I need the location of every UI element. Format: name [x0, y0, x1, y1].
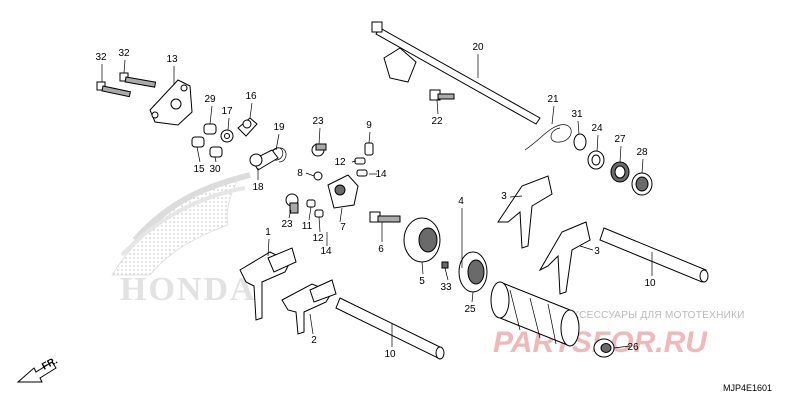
part-label-12: 12: [312, 233, 324, 244]
part-label-17: 17: [221, 106, 233, 117]
part-label-7: 7: [340, 222, 346, 233]
part-label-21: 21: [547, 94, 559, 105]
watermark-tagline: ЗАПЧАСТИ И АКСЕССУАРЫ ДЛЯ МОТОТЕХНИКИ: [497, 310, 745, 321]
honda-logo-text: HONDA: [120, 271, 257, 308]
part-label-33: 33: [440, 282, 452, 293]
part-label-11: 11: [302, 221, 313, 232]
part-label-10: 10: [644, 278, 656, 289]
part-label-19: 19: [273, 122, 285, 133]
part-label-14: 14: [320, 246, 332, 257]
part-label-18: 18: [252, 182, 264, 193]
part-label-13: 13: [166, 54, 178, 65]
part-label-10: 10: [384, 349, 396, 360]
front-direction-marker: FR.: [16, 355, 60, 383]
part-label-12: 12: [334, 157, 346, 168]
part-label-8: 8: [297, 168, 303, 179]
front-arrow-icon: [16, 361, 57, 383]
part-label-3: 3: [501, 191, 507, 202]
part-label-28: 28: [636, 147, 648, 158]
part-label-2: 2: [311, 335, 317, 346]
part-label-31: 31: [571, 109, 583, 120]
part-label-29: 29: [204, 94, 216, 105]
front-label: FR.: [40, 355, 60, 372]
honda-wing-logo: HONDA: [111, 172, 257, 308]
part-label-6: 6: [378, 244, 384, 255]
part-label-25: 25: [464, 304, 476, 315]
part-label-16: 16: [245, 91, 257, 102]
part-label-20: 20: [472, 42, 484, 53]
part-label-32: 32: [95, 52, 107, 63]
bolt-32-b: [119, 72, 157, 88]
part-label-23: 23: [312, 116, 324, 127]
part-drawings: [96, 21, 709, 360]
part-label-24: 24: [591, 123, 603, 134]
part-label-15: 15: [193, 164, 205, 175]
leader-lines: [101, 54, 653, 349]
part-label-27: 27: [614, 134, 626, 145]
part-label-23: 23: [281, 219, 293, 230]
part-label-22: 22: [431, 116, 443, 127]
diagram-code: MJP4E1601: [723, 383, 772, 393]
part-label-4: 4: [458, 196, 464, 207]
part-label-26: 26: [627, 342, 639, 353]
part-label-5: 5: [419, 276, 425, 287]
part-label-32: 32: [118, 48, 130, 59]
part-label-9: 9: [366, 120, 372, 131]
part-label-1: 1: [265, 227, 271, 238]
part-label-3: 3: [594, 246, 600, 257]
bolt-32-a: [96, 81, 131, 98]
part-label-14: 14: [375, 169, 387, 180]
part-label-30: 30: [209, 164, 221, 175]
